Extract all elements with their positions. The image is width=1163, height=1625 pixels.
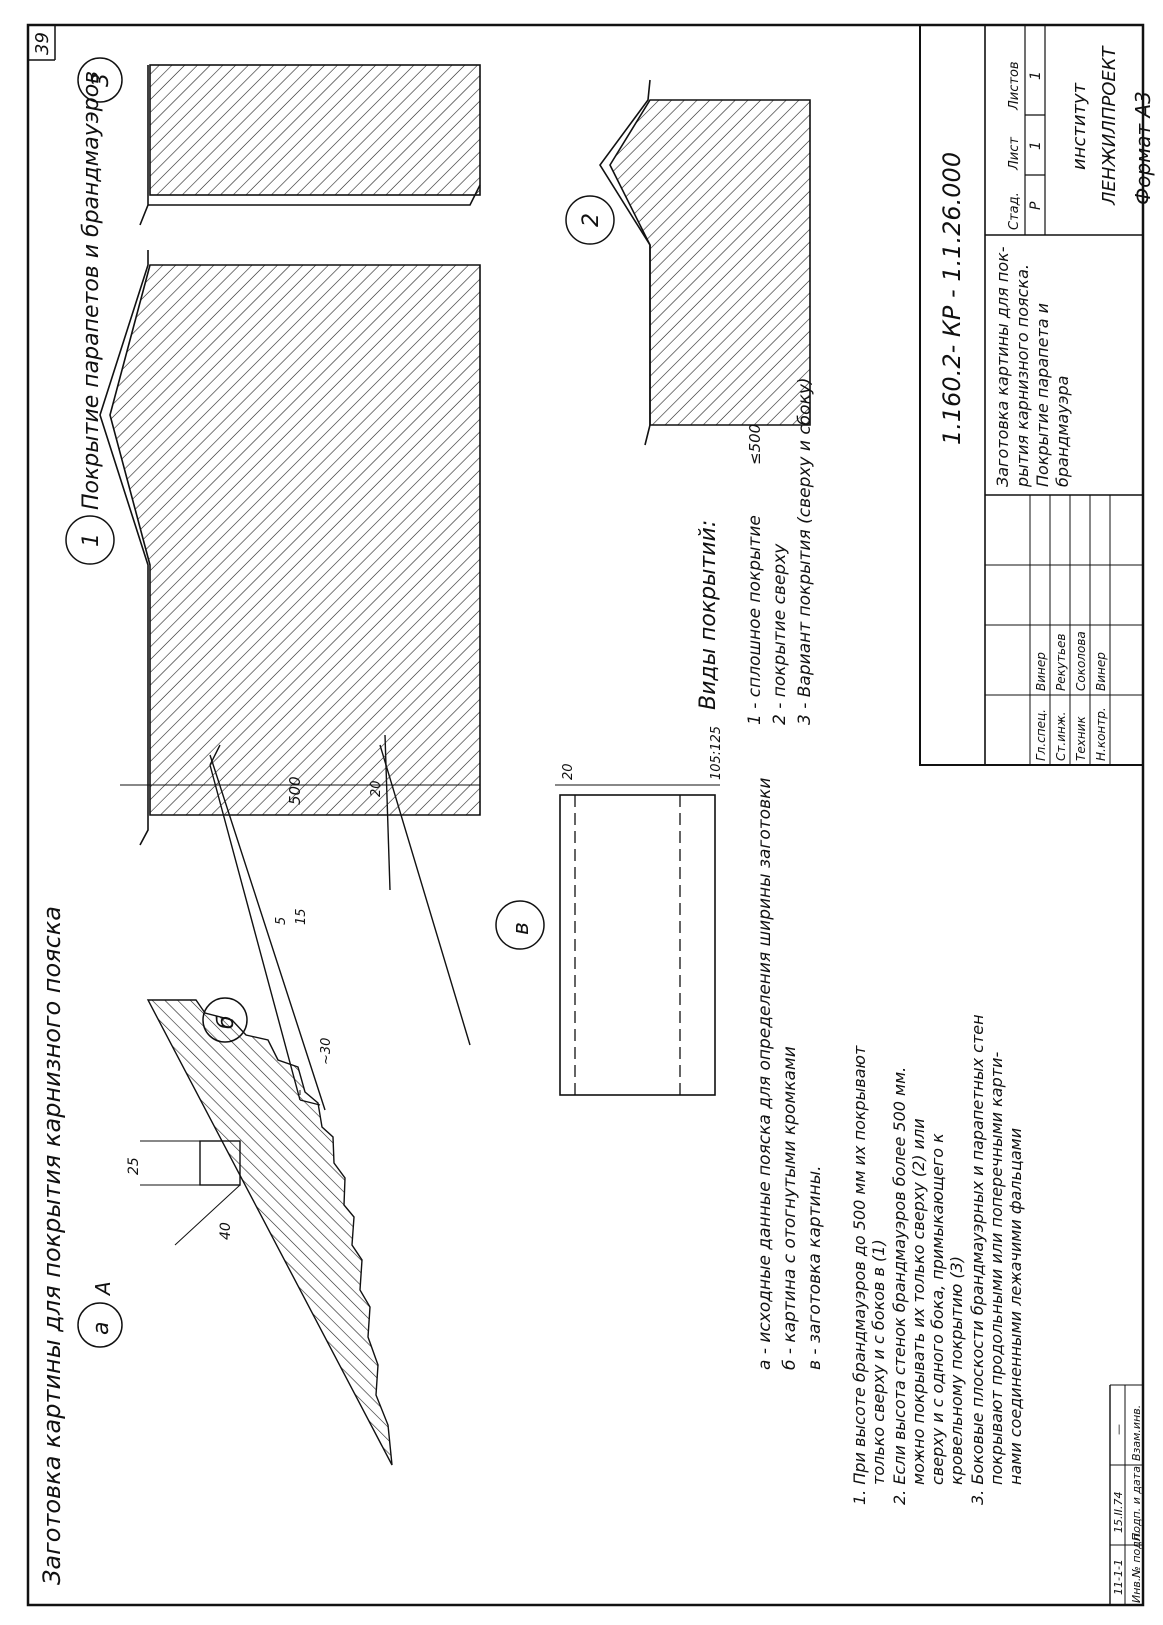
stamp-value-1: 11-1-1 bbox=[1112, 1559, 1125, 1595]
note-1-line-1: 1. При высоте брандмауэров до 500 мм их … bbox=[850, 1045, 869, 1505]
name-2: Рекутьев bbox=[1054, 634, 1068, 692]
cornice bbox=[146, 999, 393, 1466]
parapet-1 bbox=[99, 250, 481, 846]
doc-title-3: Покрытие парапета и bbox=[1033, 303, 1052, 487]
callout-section-A: А bbox=[91, 1281, 115, 1297]
callout-v-circle bbox=[495, 900, 545, 950]
stage-header: Стад. bbox=[1007, 192, 1022, 230]
callout-3: 3 bbox=[89, 73, 114, 87]
callout-a-circle bbox=[77, 1302, 123, 1348]
parapet-3 bbox=[139, 64, 481, 226]
blank-edge-square bbox=[199, 1140, 241, 1186]
callout-2: 2 bbox=[579, 213, 604, 227]
note-2-line-1: 2. Если высота стенок брандмауэров более… bbox=[890, 1067, 909, 1505]
title-block bbox=[919, 24, 1144, 766]
doc-title-4: брандмауэра bbox=[1053, 376, 1072, 487]
outer-frame bbox=[26, 23, 1145, 1607]
callout-b-circle bbox=[202, 997, 248, 1043]
role-2: Ст.инж. bbox=[1054, 712, 1068, 761]
stamp-value-2: 15.II.74 bbox=[1112, 1492, 1125, 1533]
dim-40-line bbox=[174, 1184, 241, 1246]
note-2-line-2: можно покрывать их только сверху (2) или bbox=[909, 1118, 928, 1485]
callout-3-circle bbox=[77, 57, 123, 103]
legend-b: б - картина с отогнутыми кромками bbox=[780, 1046, 800, 1370]
blank-v-rect bbox=[559, 794, 716, 1096]
coverage-1: 1 - сплошное покрытие bbox=[745, 515, 765, 725]
stamp-value-3: — bbox=[1112, 1424, 1125, 1435]
role-4: Н.контр. bbox=[1094, 707, 1108, 761]
dim-5: 5 bbox=[274, 917, 289, 925]
stamp-strip-labels: Инв.№ подл. Подп. и дата Взам.инв. 11-1-… bbox=[1109, 1384, 1143, 1605]
name-1: Винер bbox=[1034, 652, 1048, 691]
legend-blanks: а - исходные данные пояска для определен… bbox=[755, 778, 825, 1370]
sheet-header: Лист bbox=[1007, 137, 1022, 171]
institute-line-2: ЛЕНЖИЛПРОЕКТ bbox=[1099, 44, 1120, 206]
parapet-2 bbox=[599, 79, 811, 446]
callout-a: а bbox=[89, 1322, 114, 1335]
right-section-title: Покрытие парапетов и брандмауэров bbox=[79, 71, 104, 510]
page-number: 39 bbox=[32, 32, 53, 55]
dim-105: 105:125 bbox=[709, 726, 724, 780]
dim-30: ~30 bbox=[319, 1038, 334, 1065]
note-2-line-4: кровельному покрытию (3) bbox=[947, 1256, 966, 1485]
stage-value: Р bbox=[1028, 201, 1044, 210]
notes: 1. При высоте брандмауэров до 500 мм их … bbox=[850, 1014, 1025, 1505]
note-3-line-3: нами соединенными лежачими фальцами bbox=[1006, 1128, 1025, 1485]
callout-1: 1 bbox=[79, 533, 104, 547]
note-2-line-3: сверху и с одного бока, примыкающего к bbox=[928, 1133, 947, 1485]
callout-v: в bbox=[509, 922, 534, 935]
note-3-line-2: покрывают продольными или поперечными ка… bbox=[987, 1052, 1006, 1485]
sheet-value: 1 bbox=[1028, 141, 1044, 150]
dim-40: 40 bbox=[218, 1222, 234, 1240]
name-3: Соколова bbox=[1074, 631, 1088, 691]
note-3-line-1: 3. Боковые плоскости брандмауэрных и пар… bbox=[968, 1014, 987, 1505]
note-1-line-2: только сверху и с боков в (1) bbox=[869, 1239, 888, 1485]
sheets-header: Листов bbox=[1007, 61, 1022, 111]
coverage-types-title: Виды покрытий: bbox=[696, 520, 721, 710]
role-3: Техник bbox=[1074, 716, 1088, 761]
stamp-label-3: Взам.инв. bbox=[1130, 1405, 1143, 1461]
name-4: Винер bbox=[1094, 652, 1108, 691]
role-1: Гл.спец. bbox=[1034, 709, 1048, 761]
signature-rows: Гл.спец. Винер Ст.инж. Рекутьев Техник С… bbox=[1034, 631, 1108, 761]
callout-2-circle bbox=[565, 195, 615, 245]
dim-15: 15 bbox=[294, 908, 309, 925]
doc-title-1: Заготовка картины для пок- bbox=[993, 246, 1012, 487]
callout-b: б bbox=[214, 1015, 239, 1029]
institute-line-1: институт bbox=[1069, 82, 1090, 170]
callout-1-circle bbox=[65, 515, 115, 565]
coverage-3: 3 - Вариант покрытия (сверху и сбоку) bbox=[795, 377, 815, 725]
left-section-title: Заготовка картины для покрытия карнизног… bbox=[38, 906, 66, 1585]
coverage-2: 2 - покрытие сверху bbox=[770, 543, 790, 725]
dim-25: 25 bbox=[126, 1157, 142, 1175]
doc-code: 1.160.2- КР - 1.1.26.000 bbox=[938, 152, 966, 445]
stamp-label-2: Подп. и дата bbox=[1130, 1466, 1143, 1541]
stamp-label-1: Инв.№ подл. bbox=[1130, 1531, 1143, 1603]
dim-20b: 20 bbox=[561, 763, 576, 780]
dim-500b: ≤500 bbox=[746, 424, 764, 465]
format-label: Формат А3 bbox=[1131, 91, 1155, 205]
legend-v: в - заготовка картины. bbox=[805, 1165, 825, 1370]
doc-title-2: рытия карнизного пояска. bbox=[1013, 264, 1032, 488]
sheets-value: 1 bbox=[1028, 71, 1044, 80]
legend-a: а - исходные данные пояска для определен… bbox=[755, 778, 775, 1370]
dim-500a: 500 bbox=[286, 776, 304, 805]
